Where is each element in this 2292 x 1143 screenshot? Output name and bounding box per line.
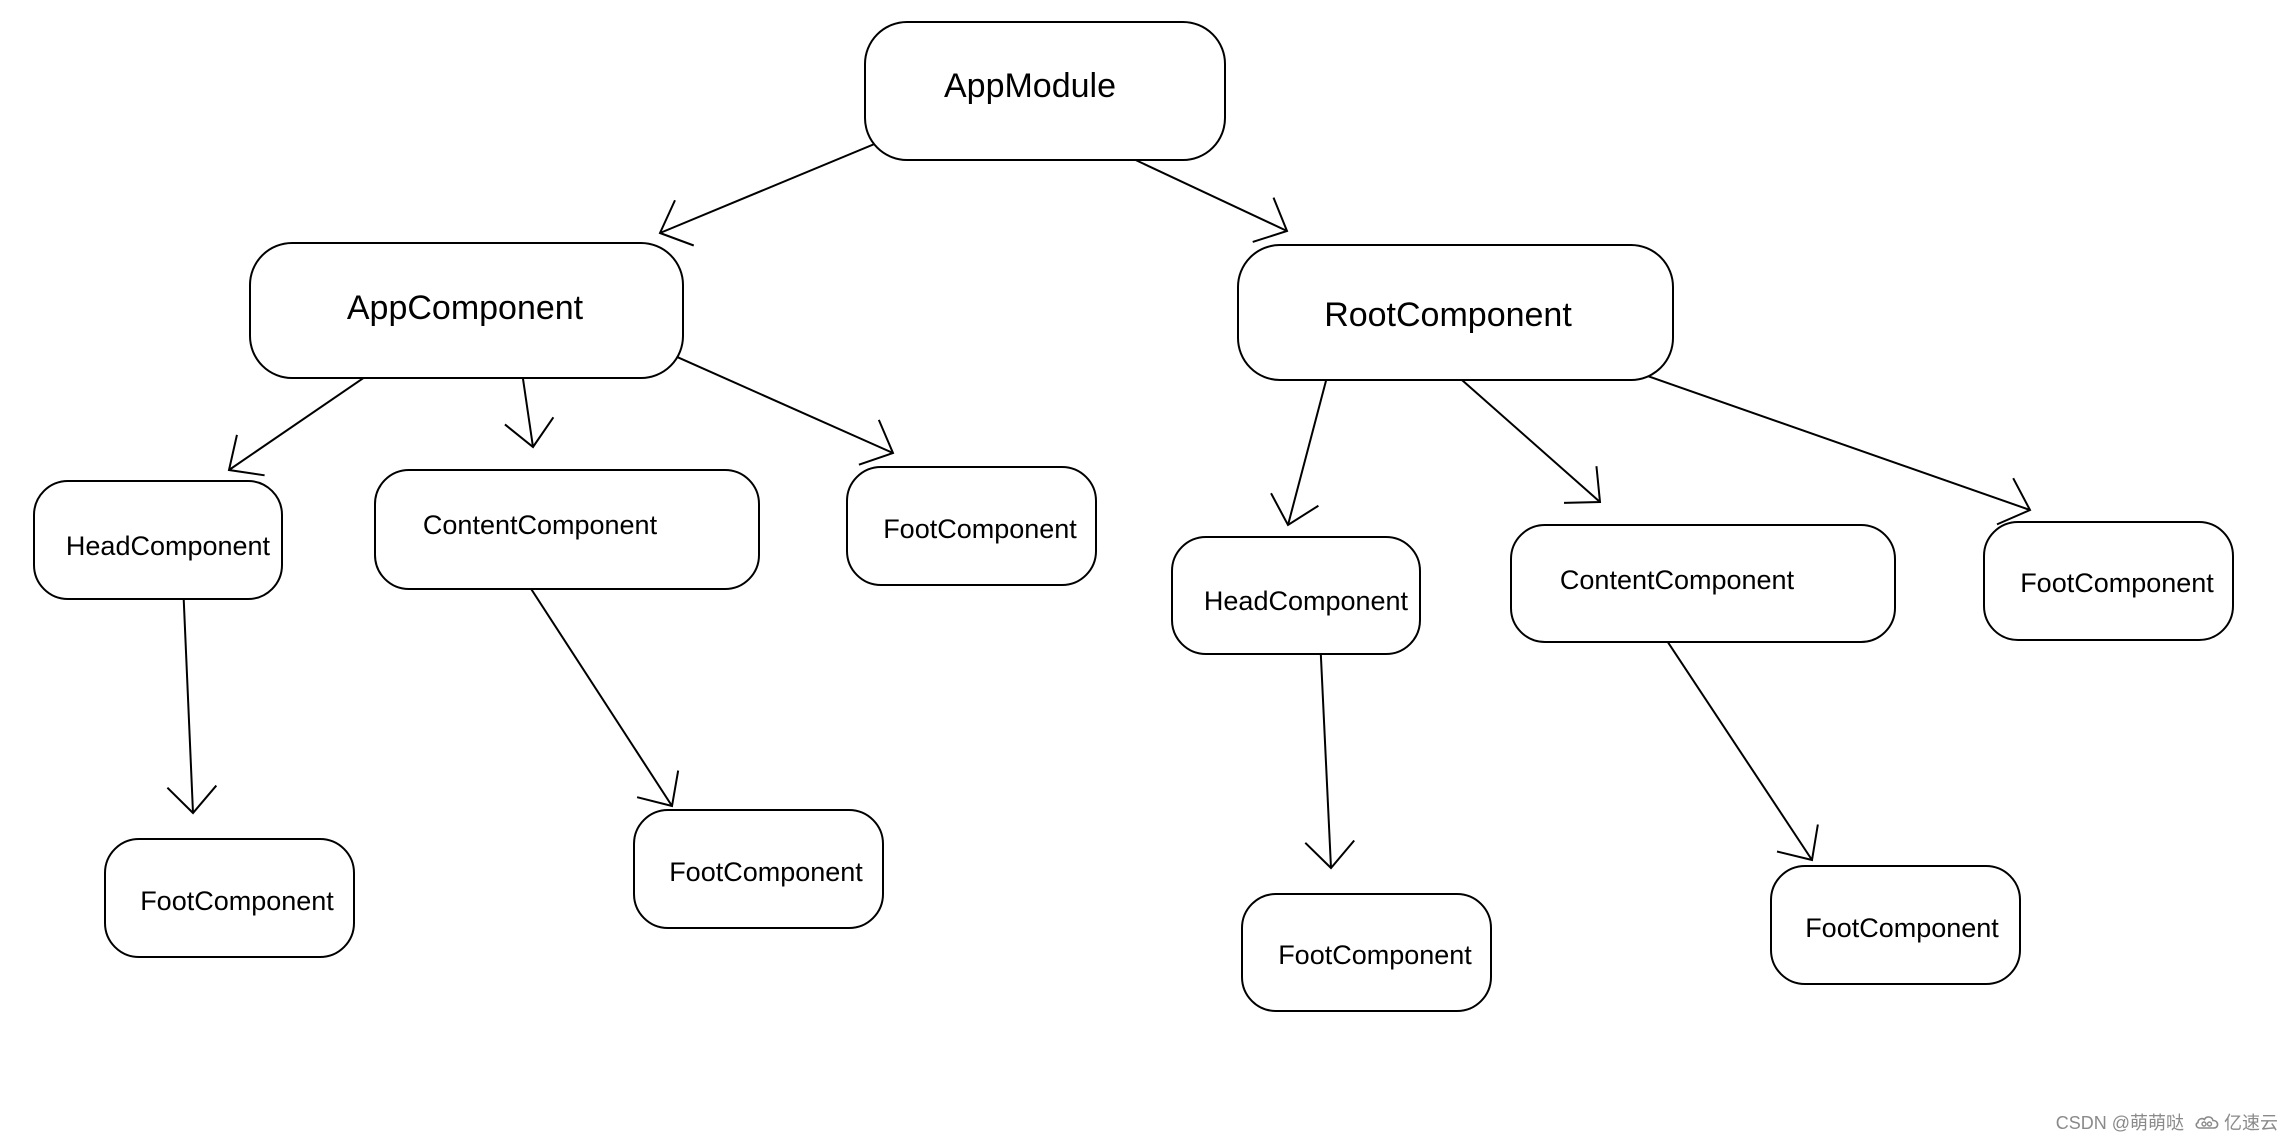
node-box	[1983, 521, 2234, 641]
node-label: HeadComponent	[1204, 586, 1409, 616]
node-root-head-foot: FootComponent	[1241, 893, 1492, 1012]
arrowhead	[1563, 466, 1602, 504]
arrowhead	[1252, 197, 1289, 243]
node-box	[33, 480, 283, 600]
arrowhead	[227, 434, 265, 477]
node-app-content-foot: FootComponent	[633, 809, 884, 929]
arrowhead	[1304, 839, 1355, 870]
node-label: RootComponent	[1324, 296, 1572, 334]
node-box	[864, 21, 1226, 161]
node-root-head: HeadComponent	[1171, 536, 1421, 655]
node-label: AppComponent	[347, 289, 584, 327]
node-box	[249, 242, 684, 379]
arrowhead	[658, 199, 695, 247]
node-box	[1171, 536, 1421, 655]
node-app-head-foot: FootComponent	[104, 838, 355, 958]
node-box	[374, 469, 760, 590]
node-box	[633, 809, 884, 929]
node-label: ContentComponent	[423, 510, 658, 540]
arrowhead	[166, 784, 218, 815]
node-root-content-foot: FootComponent	[1770, 865, 2021, 985]
arrowhead	[636, 770, 680, 808]
node-root-component: RootComponent	[1237, 244, 1674, 381]
node-label: FootComponent	[140, 886, 334, 916]
node-box	[1770, 865, 2021, 985]
node-label: FootComponent	[1278, 940, 1472, 970]
arrowhead	[1776, 824, 1819, 862]
edge-root-head-to-root-head-foot	[1304, 636, 1355, 870]
node-app-module: AppModule	[864, 21, 1226, 161]
cloud-icon	[2195, 1116, 2219, 1129]
node-app-component: AppComponent	[249, 242, 684, 379]
node-label: AppModule	[944, 67, 1116, 105]
edges-layer	[166, 102, 2032, 870]
csdn-author-label: CSDN @萌萌哒	[2055, 1113, 2184, 1133]
node-app-foot: FootComponent	[846, 466, 1097, 586]
edge-line	[182, 582, 194, 814]
node-root-foot: FootComponent	[1983, 521, 2234, 641]
node-box	[104, 838, 355, 958]
arrowhead	[1270, 492, 1319, 527]
arrowhead	[858, 419, 895, 466]
node-label: FootComponent	[669, 857, 863, 887]
edge-line	[1319, 636, 1332, 869]
node-label: FootComponent	[2020, 568, 2214, 598]
node-box	[1510, 524, 1896, 643]
node-label: FootComponent	[883, 514, 1077, 544]
node-app-head: HeadComponent	[33, 480, 283, 600]
node-box	[1241, 893, 1492, 1012]
brand-logo: 亿速云	[2194, 1109, 2278, 1135]
node-box	[846, 466, 1097, 586]
node-app-content: ContentComponent	[374, 469, 760, 590]
edge-line	[1578, 351, 2031, 511]
node-label: FootComponent	[1805, 913, 1999, 943]
brand-label: 亿速云	[2224, 1113, 2278, 1133]
watermark: CSDN @萌萌哒 亿速云	[2056, 1109, 2278, 1135]
node-box	[1237, 244, 1674, 381]
node-label: ContentComponent	[1560, 565, 1795, 595]
node-label: HeadComponent	[66, 531, 271, 561]
edge-app-head-to-app-head-foot	[166, 582, 218, 815]
arrowhead	[504, 416, 555, 449]
edge-root-component-to-root-foot	[1578, 351, 2032, 526]
node-root-content: ContentComponent	[1510, 524, 1896, 643]
arrowhead	[1996, 477, 2032, 526]
